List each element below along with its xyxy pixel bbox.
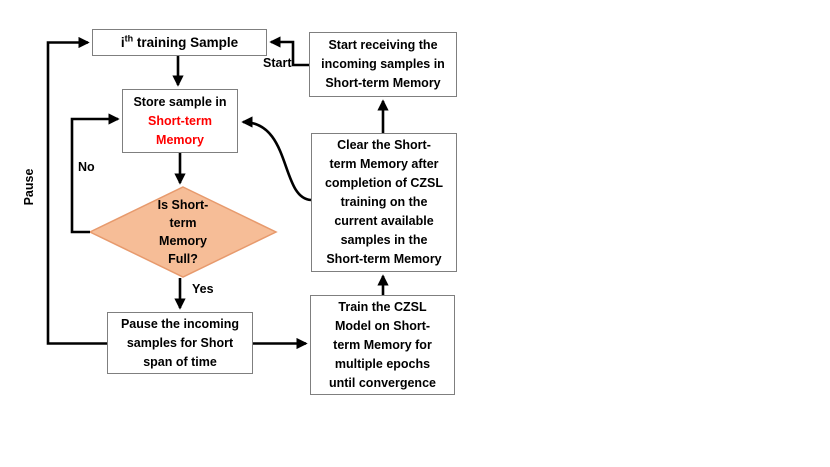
decision-memory-full-label: Is Short- term Memory Full? [118, 196, 248, 268]
train-box-line: term Memory for [333, 337, 432, 352]
decision-line: Memory [159, 234, 207, 248]
clear-box-line: current available [334, 214, 434, 228]
clear-box-line: samples in the [340, 233, 428, 247]
train-box-line: Train the CZSL [338, 299, 427, 314]
arrow-pause-loop-to-sample [46, 36, 107, 345]
clear-box-line: completion of CZSL [324, 176, 444, 190]
pause-box-line: span of time [143, 354, 217, 369]
sample-superscript: th [124, 33, 134, 44]
decision-line: term [169, 216, 197, 230]
decision-diamond [88, 186, 278, 278]
train-box-line: Model on Short- [334, 318, 431, 333]
node-train-czsl-model: Train the CZSL Model on Short- term Memo… [310, 295, 455, 395]
node-store-sample: Store sample in Short-term Memory [122, 89, 238, 153]
clear-box-line: term Memory after [329, 157, 439, 171]
training-sample-label: ith training Sample [121, 33, 238, 52]
train-box-line: until convergence [329, 375, 436, 390]
pause-box-line: samples for Short [126, 335, 234, 350]
decision-line: Is Short- [157, 198, 209, 212]
edge-label-pause: Pause [22, 168, 36, 206]
pause-box-line: Pause the incoming [120, 316, 240, 331]
clear-box-line: Clear the Short- [337, 138, 431, 152]
edge-label-start: Start [263, 56, 292, 70]
store-line: Store sample in [133, 94, 227, 109]
arrow-decision-no-to-store [70, 113, 120, 234]
start-box-line: Start receiving the [328, 38, 438, 52]
store-line-highlight: Short-term [148, 113, 212, 128]
start-box-line: incoming samples in [321, 57, 445, 71]
clear-box-line: Short-term Memory [326, 252, 442, 266]
sample-pre: i [120, 35, 125, 50]
store-line-highlight: Memory [156, 132, 204, 147]
node-training-sample: ith training Sample [92, 29, 267, 56]
node-pause-incoming-samples: Pause the incoming samples for Short spa… [107, 312, 253, 374]
edge-label-no: No [78, 160, 95, 174]
arrow-clear-to-store-curve [241, 116, 312, 202]
arrow-start-to-sample [269, 36, 309, 67]
decision-line: Full? [168, 252, 198, 266]
node-clear-memory: Clear the Short- term Memory after compl… [311, 133, 457, 272]
train-box-line: multiple epochs [334, 356, 431, 371]
node-start-receiving: Start receiving the incoming samples in … [309, 32, 457, 97]
edge-label-yes: Yes [192, 282, 214, 296]
start-box-line: Short-term Memory [325, 76, 441, 90]
sample-post: training Sample [133, 35, 239, 50]
clear-box-line: training on the [340, 195, 428, 209]
